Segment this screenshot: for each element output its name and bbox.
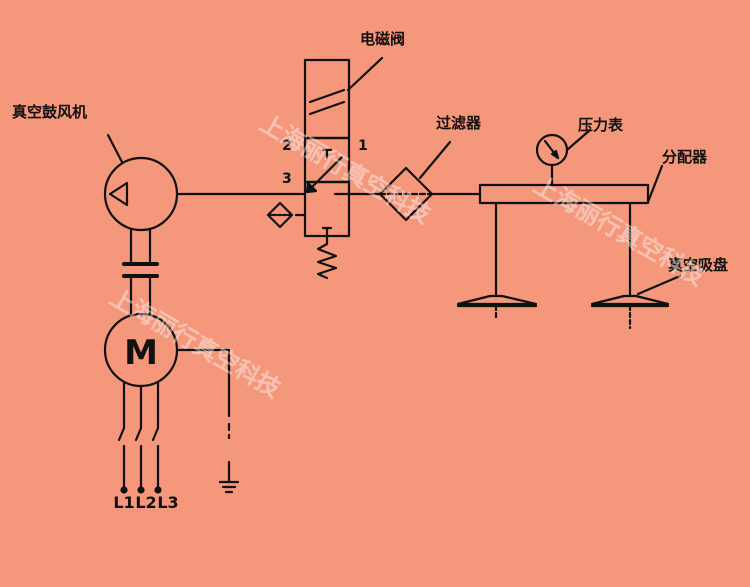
watermark-2: 上海丽行真空科技 [529,171,710,292]
solenoid-valve-label: 电磁阀 [360,30,405,48]
vacuum-blower-label: 真空鼓风机 [12,103,87,121]
filter-leader [418,140,452,180]
suction-cup-left [456,201,538,322]
watermark-1: 上海丽行真空科技 [255,109,436,230]
filter-label: 过滤器 [436,114,482,132]
terminal-l2: L2 [135,493,156,512]
valve-port-3: 3 [282,171,292,187]
vacuum-blower-symbol [103,156,179,232]
distributor-leader [646,164,664,204]
solenoid-valve-leader [346,56,384,92]
supply-lines [117,381,162,494]
pressure-gauge-leader [565,128,592,152]
motor-label: M [124,333,158,373]
suction-cup-label: 真空吸盘 [668,256,728,274]
ground-symbol [175,348,240,494]
suction-cup-leader [636,274,682,296]
distributor-label: 分配器 [662,148,708,166]
terminal-l1: L1 [113,493,134,512]
valve-port-2: 2 [282,138,292,154]
pressure-gauge-label: 压力表 [578,116,624,134]
valve-port-1: 1 [358,138,368,154]
distributor-symbol [478,183,650,205]
vacuum-blower-leader [106,133,124,164]
suction-cup-right [590,201,670,330]
exhaust-filter-symbol [266,201,294,229]
shaft-coupling [122,228,159,316]
solenoid-valve-symbol [294,58,351,280]
terminal-l3: L3 [157,493,178,512]
